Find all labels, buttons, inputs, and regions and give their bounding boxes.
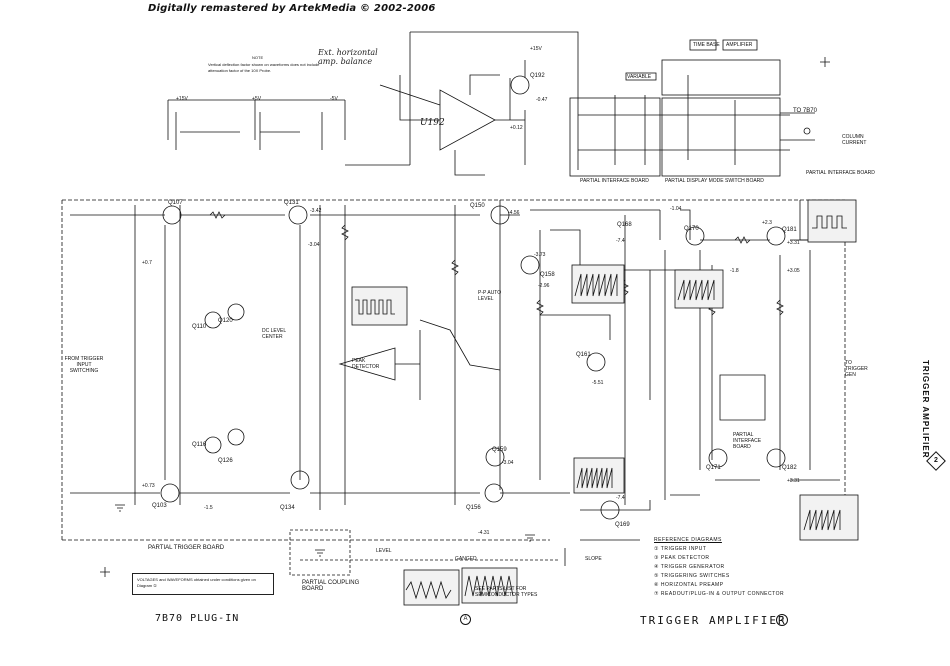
- reference-item: ④ TRIGGER GENERATOR: [654, 564, 725, 570]
- reference-item: ① TRIGGER INPUT: [654, 546, 707, 552]
- label-from-trigger-input: FROM TRIGGER INPUT SWITCHING: [64, 356, 104, 374]
- transistor-q131: Q131: [284, 200, 299, 206]
- transistor-q181: Q181: [782, 227, 797, 233]
- voltage-label: -0.47: [536, 97, 548, 103]
- voltage-label: +15V: [530, 46, 542, 52]
- voltage-label: -1.04: [670, 206, 682, 212]
- reference-diagrams: REFERENCE DIAGRAMS ① TRIGGER INPUT ③ PEA…: [654, 536, 784, 599]
- board-label-interface-mid: PARTIAL INTERFACE BOARD: [733, 432, 762, 450]
- transistor-q126: Q126: [218, 458, 233, 464]
- voltage-label: +2.3: [762, 220, 772, 226]
- reference-diagrams-heading: REFERENCE DIAGRAMS: [654, 537, 722, 543]
- label-time-base: TIME BASE: [693, 42, 720, 48]
- note-text: Vertical deflection factor shown on wave…: [208, 62, 320, 73]
- transistor-q156: Q156: [466, 505, 481, 511]
- label-level: LEVEL: [376, 548, 392, 554]
- side-tab-title: TRIGGER AMPLIFIER: [921, 360, 930, 459]
- transistor-q171: Q171: [706, 465, 721, 471]
- ic-u192: U192: [420, 118, 445, 128]
- voltage-label: -1.8: [730, 268, 739, 274]
- board-label-partial-trigger: PARTIAL TRIGGER BOARD: [148, 545, 225, 551]
- reference-item: ⑦ READOUT/PLUG-IN & OUTPUT CONNECTOR: [654, 591, 785, 597]
- voltage-label: +3.05: [787, 268, 800, 274]
- transistor-q170: Q170: [684, 226, 699, 232]
- transistor-q103: Q103: [152, 503, 167, 509]
- board-label-interface-right: PARTIAL INTERFACE BOARD: [806, 170, 875, 176]
- transistor-q116: Q116: [192, 442, 207, 448]
- label-column-current: COLUMN CURRENT: [842, 134, 867, 146]
- label-pp-auto-level: P-P AUTO LEVEL: [478, 290, 502, 302]
- label-to-7b70: TO 7B70: [793, 108, 817, 114]
- plugin-title: 7B70 PLUG-IN: [155, 613, 240, 624]
- voltage-label: -5.51: [592, 380, 604, 386]
- label-dc-level-center: DC LEVEL CENTER: [262, 328, 286, 340]
- transistor-q161: Q161: [576, 352, 591, 358]
- voltage-label: +0.12: [510, 125, 523, 131]
- label-variable: VARIABLE: [627, 74, 652, 80]
- handwritten-note: Ext. horizontal amp. balance: [318, 48, 378, 66]
- side-tab: [918, 295, 950, 495]
- voltage-label: +15V: [176, 96, 188, 102]
- remaster-banner: Digitally remastered by ArtekMedia © 200…: [148, 3, 436, 14]
- voltage-label: -7.4: [616, 238, 625, 244]
- voltage-label: -5V: [330, 96, 338, 102]
- diagram-title: TRIGGER AMPLIFIER: [640, 614, 787, 627]
- voltage-label: +0.7: [142, 260, 152, 266]
- transistor-q120: Q120: [218, 318, 233, 324]
- center-symbol: A: [460, 614, 471, 625]
- transistor-q107: Q107: [168, 200, 183, 206]
- transistor-q134: Q134: [280, 505, 295, 511]
- voltage-label: -4.56: [508, 210, 520, 216]
- transistor-q158: Q158: [540, 272, 555, 278]
- voltage-label: -7.4: [616, 495, 625, 501]
- label-to-trigger-gen: TO TRIGGER GEN: [845, 360, 868, 378]
- transistor-q150: Q150: [470, 203, 485, 209]
- reference-item: ③ PEAK DETECTOR: [654, 555, 710, 561]
- voltage-label: +5V: [252, 96, 262, 102]
- transistor-q159: Q159: [492, 447, 507, 453]
- voltage-label: -3.04: [502, 460, 514, 466]
- voltage-label: -3.04: [308, 242, 320, 248]
- board-label-partial-coupling: PARTIAL COUPLING BOARD: [302, 580, 360, 592]
- voltage-label: -3.42: [310, 208, 322, 214]
- board-label-interface-top: PARTIAL INTERFACE BOARD: [580, 178, 649, 184]
- board-label-display-mode: PARTIAL DISPLAY MODE SWITCH BOARD: [665, 178, 764, 184]
- transistor-q192: Q192: [530, 73, 545, 79]
- reference-item: ⑥ HORIZONTAL PREAMP: [654, 582, 724, 588]
- voltage-label: -3.73: [534, 252, 546, 258]
- transistor-q168: Q168: [617, 222, 632, 228]
- see-parts-note: SEE PARTS LIST FOR SEMICONDUCTOR TYPES: [475, 586, 538, 598]
- transistor-q110: Q110: [192, 324, 207, 330]
- label-amplifier: AMPLIFIER: [726, 42, 753, 48]
- voltage-label: -2.96: [538, 283, 550, 289]
- voltage-label: -4.31: [478, 530, 490, 536]
- voltage-label: -1.5: [204, 505, 213, 511]
- transistor-q182: Q182: [782, 465, 797, 471]
- diagram-number: 2: [776, 614, 788, 626]
- label-slope: SLOPE: [585, 556, 602, 562]
- label-peak-detector: PEAK DETECTOR: [352, 358, 380, 370]
- voltage-label: +0.73: [142, 483, 155, 489]
- transistor-q169: Q169: [615, 522, 630, 528]
- voltage-label: +3.31: [787, 240, 800, 246]
- voltage-label: +3.31: [787, 478, 800, 484]
- note-heading: NOTE: [252, 55, 264, 60]
- reference-item: ⑤ TRIGGERING SWITCHES: [654, 573, 730, 579]
- label-ganged: GANGED: [455, 556, 477, 562]
- voltage-note-box: VOLTAGES and WAVEFORMS obtained under co…: [132, 573, 274, 595]
